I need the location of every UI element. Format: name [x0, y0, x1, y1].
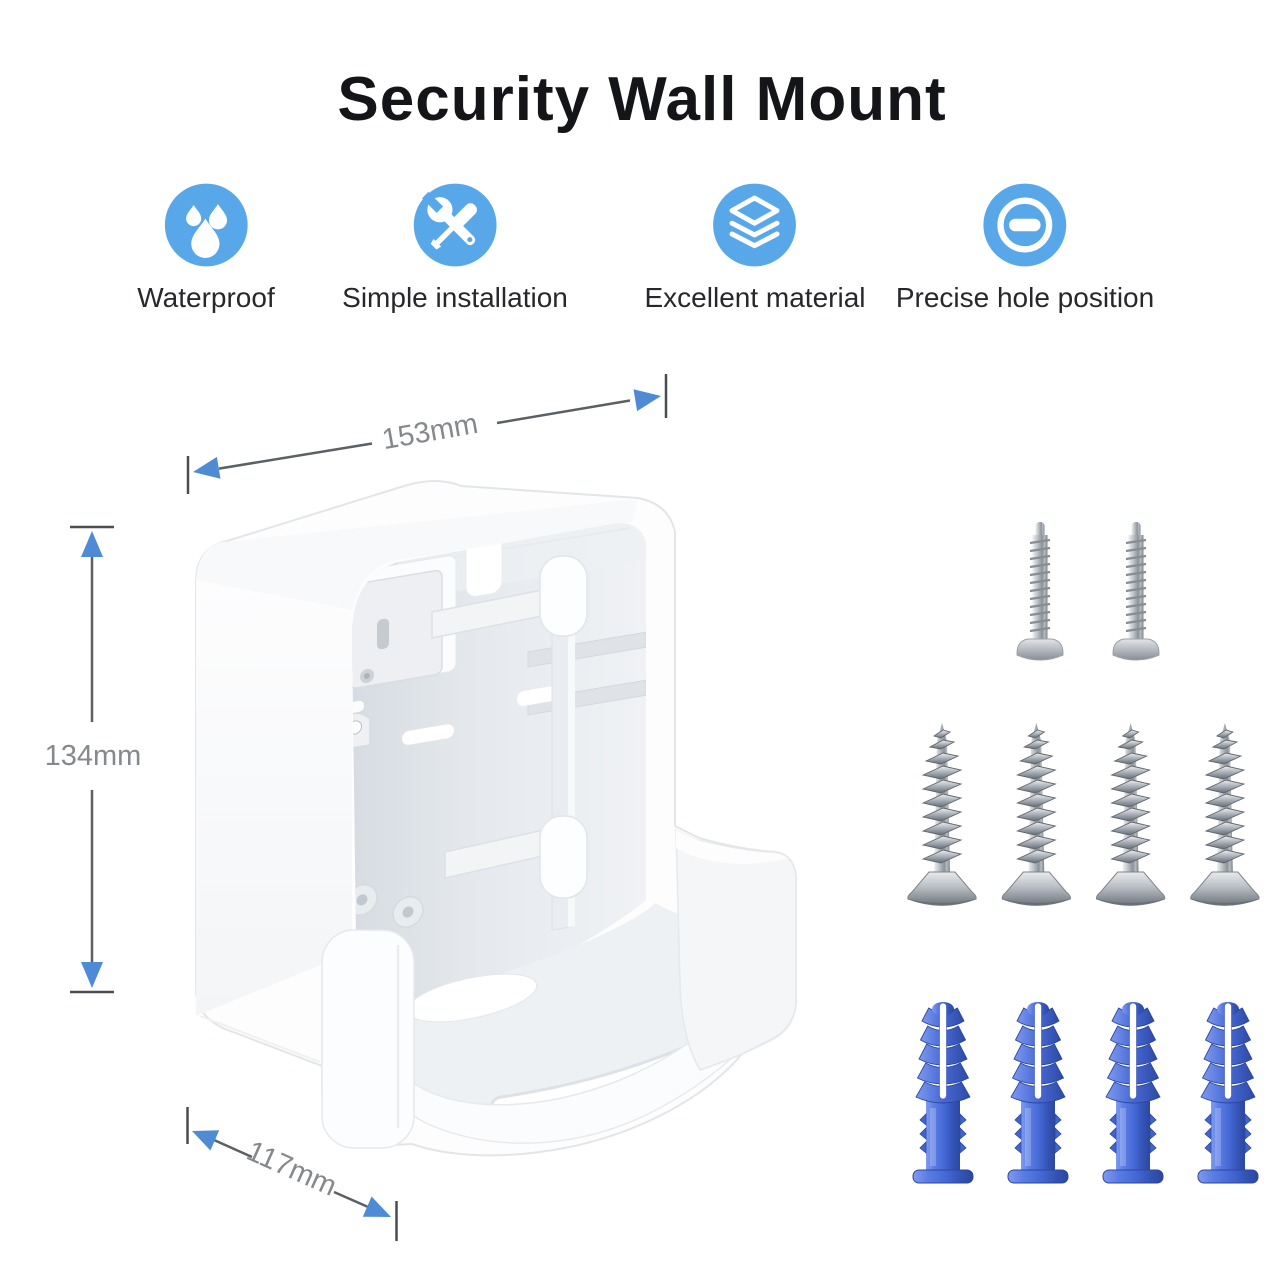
wall-mount-bracket: [195, 480, 797, 1157]
layers-icon: [710, 180, 800, 270]
tapping-screws-item: [1001, 722, 1071, 907]
wall-anchors-item: [1102, 1001, 1164, 1184]
wall-anchors-item: [912, 1001, 974, 1184]
water-drops-icon: [161, 180, 251, 270]
feature-waterproof: Waterproof: [137, 180, 275, 314]
machine-screws-item: [1015, 520, 1065, 662]
feature-label: Simple installation: [342, 282, 568, 313]
mounting-hook-pegs: [431, 555, 588, 899]
hardware-set: [907, 520, 1260, 1184]
dimension-height: 134mm: [45, 525, 142, 994]
width-dimension-label: 153mm: [380, 408, 481, 456]
dimension-width: 153mm: [186, 374, 668, 494]
tapping-screws-item: [907, 722, 977, 907]
depth-dimension-label: 117mm: [242, 1135, 341, 1203]
feature-simple-installation: Simple installation: [342, 180, 568, 314]
wall-anchors-item: [1197, 1001, 1259, 1184]
tapping-screws-item: [1095, 722, 1166, 907]
wall-anchors-item: [1007, 1001, 1069, 1184]
bottom-cradle: [199, 828, 797, 1149]
page-title: Security Wall Mount: [337, 65, 947, 134]
tapping-screws-item: [1190, 722, 1260, 907]
machine-screws-item: [1111, 520, 1161, 662]
feature-label: Excellent material: [644, 282, 866, 313]
feature-label: Precise hole position: [895, 282, 1155, 313]
feature-excellent-material: Excellent material: [644, 180, 866, 314]
height-dimension-label: 134mm: [45, 740, 142, 772]
feature-precise-hole-position: Precise hole position: [896, 180, 1154, 314]
hole-position-icon: [980, 180, 1070, 270]
wrench-screwdriver-icon: [410, 180, 500, 270]
feature-label: Waterproof: [137, 282, 275, 313]
